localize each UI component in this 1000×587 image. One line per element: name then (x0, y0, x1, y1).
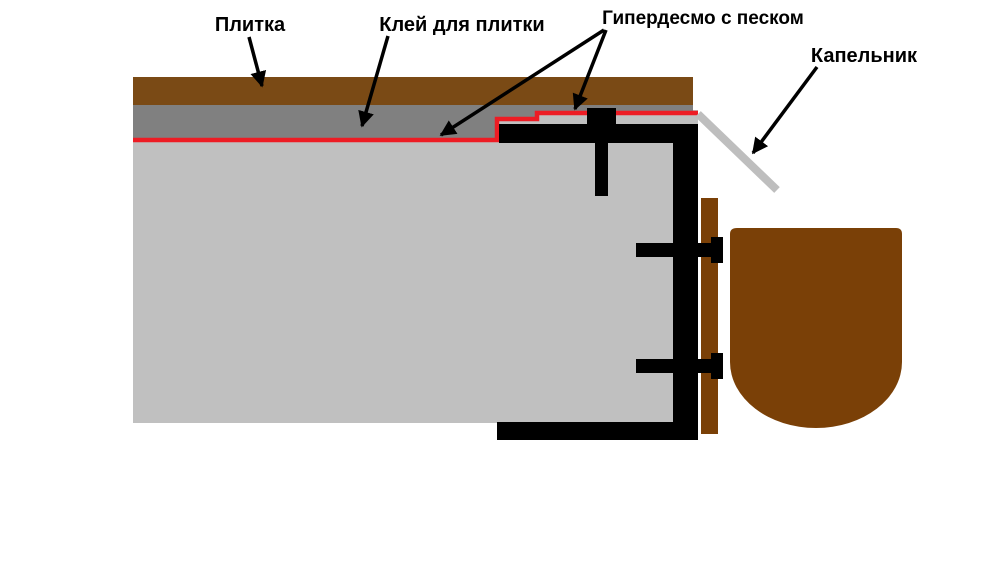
side-bolt-1-shaft (636, 243, 713, 257)
adhesive-layer-step (497, 105, 537, 119)
label-drip: Капельник (811, 45, 918, 67)
arrow-adhesive (358, 35, 390, 128)
arrow-membrane-right (572, 29, 608, 111)
side-bolt-2-shaft (636, 359, 713, 373)
arrow-drip (751, 65, 819, 155)
waterproofing-membrane-line (133, 110, 698, 143)
drip-edge-strip (695, 111, 780, 193)
adhesive-layer-main (133, 105, 497, 140)
label-tile: Плитка (215, 14, 286, 36)
tile-layer (133, 77, 693, 105)
arrow-tile (247, 36, 267, 88)
wood-batten (701, 198, 718, 434)
gutter-profile (730, 228, 902, 428)
arrow-membrane-left (439, 28, 605, 137)
label-membrane: Гипердесмо с песком (602, 8, 804, 29)
concrete-slab (133, 142, 673, 423)
anchor-bolt-stem-top (595, 108, 608, 196)
profile-bottom-flange (497, 422, 698, 440)
side-bolt-1-head (711, 237, 723, 263)
label-adhesive: Клей для плитки (379, 14, 544, 36)
side-bolt-2-head (711, 353, 723, 379)
profile-right-flange (673, 124, 698, 440)
